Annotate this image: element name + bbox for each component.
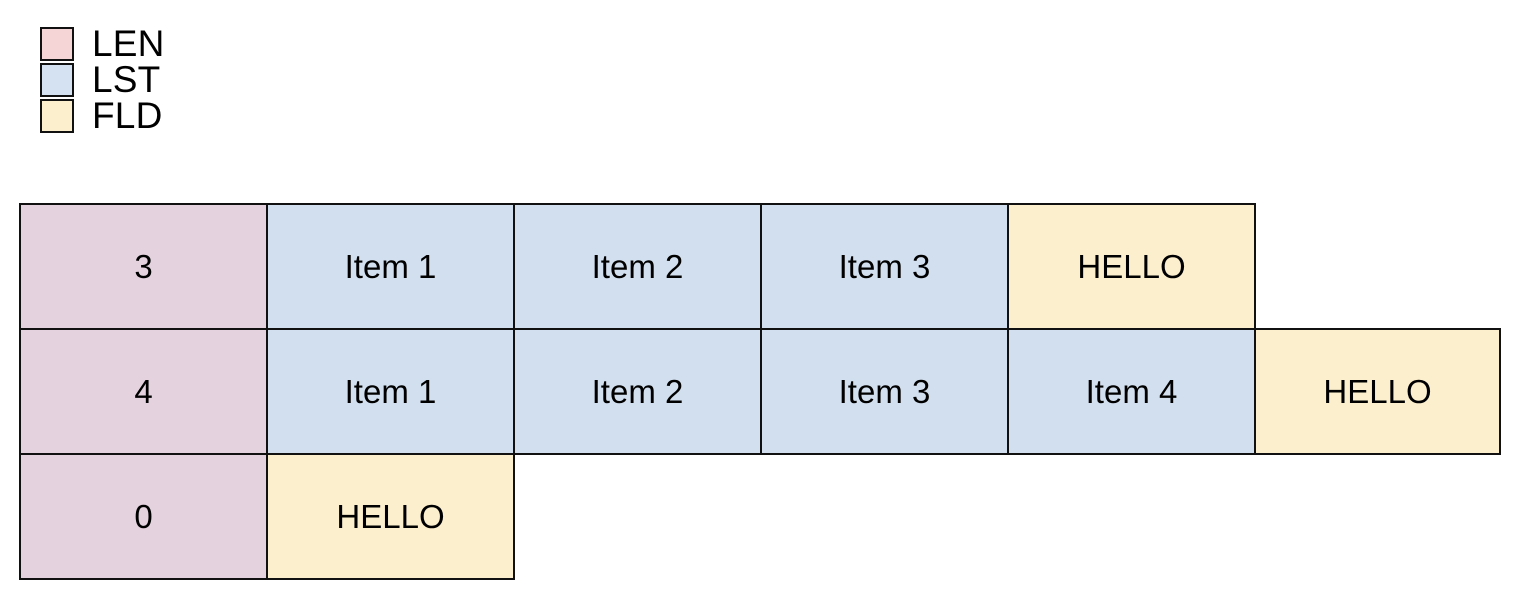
legend-swatch-fld-icon xyxy=(40,99,74,133)
cell-lst: Item 2 xyxy=(513,203,762,330)
cell-lst: Item 2 xyxy=(513,328,762,455)
cell-lst: Item 3 xyxy=(760,203,1009,330)
legend-item-len: LEN xyxy=(40,23,165,64)
cell-lst: Item 4 xyxy=(1007,328,1256,455)
cell-lst: Item 3 xyxy=(760,328,1009,455)
cell-fld: HELLO xyxy=(266,453,515,580)
cell-fld: HELLO xyxy=(1007,203,1256,330)
cell-len: 0 xyxy=(19,453,268,580)
legend-item-lst: LST xyxy=(40,59,165,100)
cell-lst: Item 1 xyxy=(266,328,515,455)
cell-lst: Item 1 xyxy=(266,203,515,330)
cell-fld: HELLO xyxy=(1254,328,1501,455)
cell-len: 4 xyxy=(19,328,268,455)
legend-label: LEN xyxy=(92,23,165,64)
cell-len: 3 xyxy=(19,203,268,330)
legend-swatch-lst-icon xyxy=(40,63,74,97)
legend-label: LST xyxy=(92,59,161,100)
legend-swatch-len-icon xyxy=(40,27,74,61)
legend-label: FLD xyxy=(92,95,163,136)
legend-item-fld: FLD xyxy=(40,95,165,136)
